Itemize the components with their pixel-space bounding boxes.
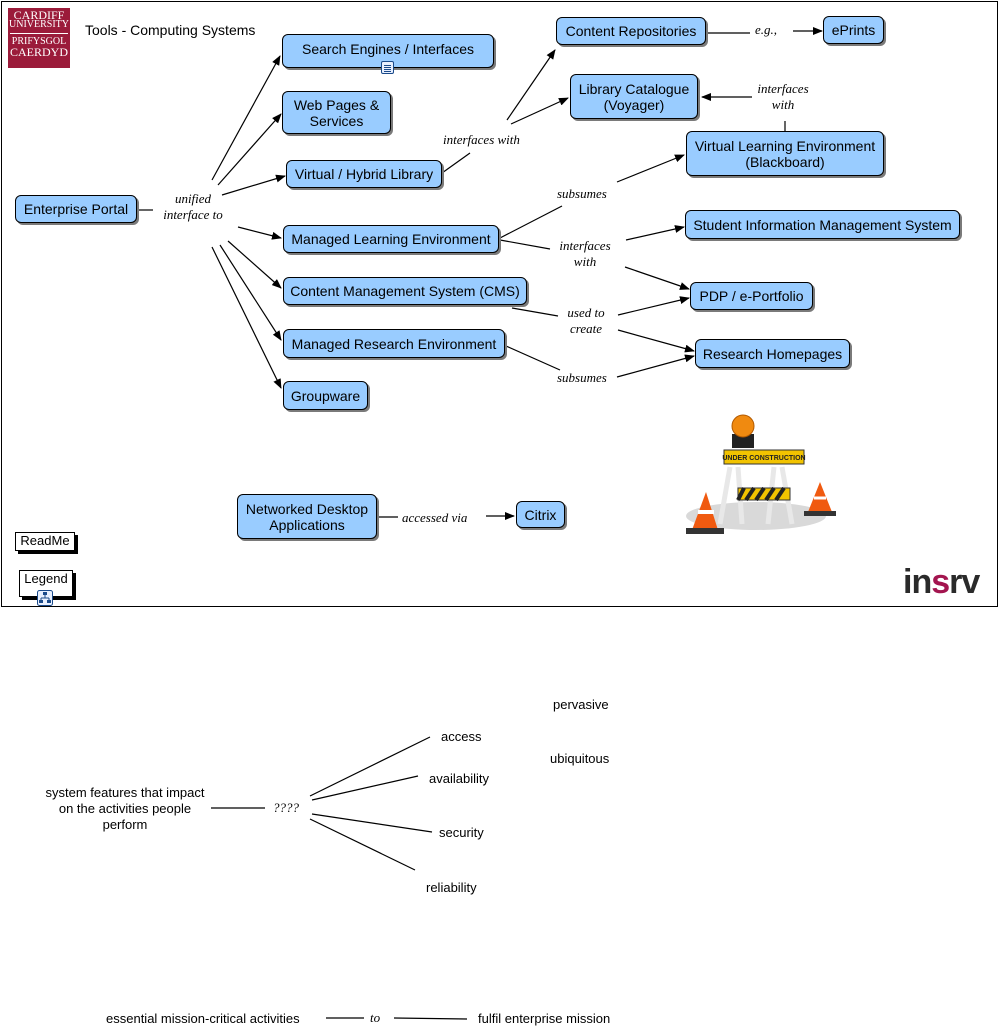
label-eg: e.g., xyxy=(755,22,778,37)
node-networked-desktop-applications[interactable]: Networked Desktop Applications xyxy=(237,494,377,539)
node-eprints[interactable]: ePrints xyxy=(823,16,884,44)
legend-button-label: Legend xyxy=(24,571,68,586)
node-research-homepages[interactable]: Research Homepages xyxy=(695,339,850,368)
map-frame xyxy=(1,1,998,607)
label-interfaces-with-sims: interfaces with xyxy=(559,238,611,269)
logo-line-4: CAERDYD xyxy=(9,45,68,59)
node-managed-research-environment[interactable]: Managed Research Environment xyxy=(283,329,505,358)
text-availability: availability xyxy=(429,771,489,786)
node-student-information-system[interactable]: Student Information Management System xyxy=(685,210,960,239)
node-virtual-library[interactable]: Virtual / Hybrid Library xyxy=(286,160,442,188)
readme-button[interactable]: ReadMe xyxy=(15,532,75,551)
logo-line-3: PRIFYSGOL xyxy=(11,36,67,47)
label-subsumes-vle: subsumes xyxy=(557,186,607,201)
label-interfaces-with-catalogue: interfaces with xyxy=(757,81,809,112)
construction-sign-text: UNDER CONSTRUCTION xyxy=(722,455,805,462)
node-search-engines-label: Search Engines / Interfaces xyxy=(302,41,474,57)
text-access: access xyxy=(441,729,482,744)
node-content-repositories[interactable]: Content Repositories xyxy=(556,17,706,45)
text-fulfil-mission: fulfil enterprise mission xyxy=(478,1011,611,1026)
text-reliability: reliability xyxy=(426,880,477,895)
logo-line-1: CARDIFF xyxy=(13,8,65,22)
page-title: Tools - Computing Systems xyxy=(85,22,256,38)
under-construction-barrier-icon: UNDER CONSTRUCTION xyxy=(686,414,836,534)
node-pdp-eportfolio[interactable]: PDP / e-Portfolio xyxy=(690,282,813,310)
text-system-features: system features that impact on the activ… xyxy=(45,785,205,832)
label-subsumes-research: subsumes xyxy=(557,370,607,385)
label-unknown: ???? xyxy=(273,800,299,815)
node-content-management-system[interactable]: Content Management System (CMS) xyxy=(283,277,527,305)
logo-divider xyxy=(10,33,68,34)
node-enterprise-portal[interactable]: Enterprise Portal xyxy=(15,195,137,223)
label-interfaces-with-library: interfaces with xyxy=(443,132,520,147)
text-essential-activities: essential mission-critical activities xyxy=(106,1011,300,1026)
cardiff-university-logo: CARDIFF UNIVERSITY PRIFYSGOL CAERDYD xyxy=(8,8,70,68)
node-library-catalogue[interactable]: Library Catalogue (Voyager) xyxy=(570,74,698,119)
node-web-pages[interactable]: Web Pages & Services xyxy=(282,91,391,134)
label-used-to-create: used to create xyxy=(567,305,605,336)
text-pervasive: pervasive xyxy=(553,697,609,712)
text-security: security xyxy=(439,825,484,840)
insrv-logo: insrv xyxy=(903,563,980,601)
label-accessed-via: accessed via xyxy=(402,510,468,525)
node-citrix[interactable]: Citrix xyxy=(516,501,565,528)
document-icon[interactable] xyxy=(381,61,394,74)
logo-line-2: UNIVERSITY xyxy=(9,19,69,30)
node-managed-learning-environment[interactable]: Managed Learning Environment xyxy=(283,225,499,253)
label-unified-interface-to: unified interface to xyxy=(163,191,223,222)
text-ubiquitous: ubiquitous xyxy=(550,751,610,766)
node-groupware[interactable]: Groupware xyxy=(283,381,368,410)
label-to: to xyxy=(370,1010,381,1025)
node-virtual-learning-environment[interactable]: Virtual Learning Environment (Blackboard… xyxy=(686,131,884,176)
legend-map-icon[interactable] xyxy=(37,590,53,606)
